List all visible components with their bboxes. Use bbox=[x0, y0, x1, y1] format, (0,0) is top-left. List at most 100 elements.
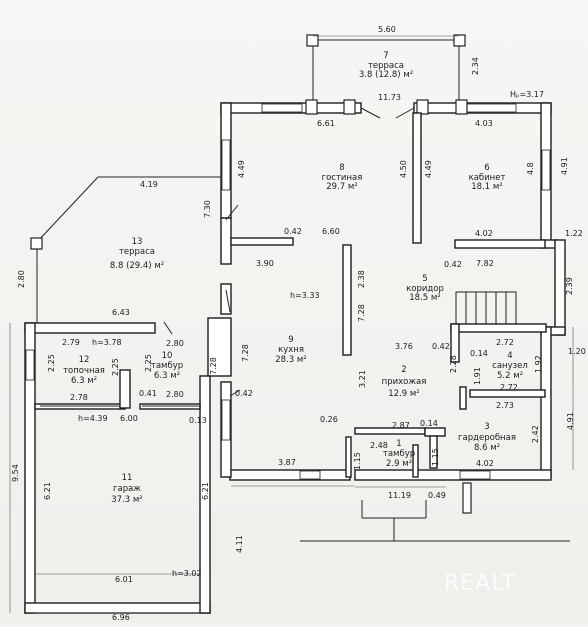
dim-label: 3.76 bbox=[395, 342, 413, 351]
room-13-number: 13 bbox=[132, 237, 143, 247]
room-7-name: терраса bbox=[368, 61, 404, 71]
dim-label: 0.41 bbox=[139, 389, 157, 398]
room-2-area: 12.9 м² bbox=[388, 389, 419, 399]
dim-label: 6.21 bbox=[43, 482, 52, 500]
room-1-number: 1 bbox=[396, 439, 401, 449]
dim-label: 2.80 bbox=[166, 390, 184, 399]
dim-label: 6.01 bbox=[115, 575, 133, 584]
dimension-labels: 5.60 2.34 Hₚ=3.17 11.73 6.61 4.03 4.49 4… bbox=[11, 25, 586, 622]
dim-label: 2.25 bbox=[144, 354, 153, 372]
exterior-walls bbox=[207, 102, 566, 481]
dim-label: 2.78 bbox=[70, 393, 88, 402]
room-8-area: 29.7 м² bbox=[326, 182, 357, 192]
dim-label: 0.42 bbox=[444, 260, 462, 269]
dim-label: 4.8 bbox=[526, 162, 535, 175]
interior-walls bbox=[230, 112, 547, 478]
dim-label: 7.30 bbox=[203, 200, 212, 218]
room-11-area: 37.3 м² bbox=[111, 495, 142, 505]
room-12-name: топочная bbox=[63, 366, 105, 376]
dim-label: 0.14 bbox=[420, 419, 438, 428]
room-3-name: гардеробная bbox=[458, 433, 516, 443]
room-5-area: 18.5 м² bbox=[409, 293, 440, 303]
dim-label: 6.60 bbox=[322, 227, 340, 236]
dim-label: 6.43 bbox=[112, 308, 130, 317]
room-1-name: тамбур bbox=[383, 449, 415, 459]
room-4-area: 5.2 м² bbox=[497, 371, 523, 381]
dim-label: 0.42 bbox=[284, 227, 302, 236]
dim-label: 3.87 bbox=[278, 458, 296, 467]
dim-label: 0.26 bbox=[320, 415, 338, 424]
dim-label: 0.14 bbox=[470, 349, 488, 358]
dim-label: 4.50 bbox=[399, 160, 408, 178]
room-12-number: 12 bbox=[79, 355, 90, 365]
room-9-area: 28.3 м² bbox=[275, 355, 306, 365]
room-10-number: 10 bbox=[162, 351, 173, 361]
dim-label: Hₚ=3.17 bbox=[510, 90, 544, 99]
dim-label: 2.72 bbox=[496, 338, 514, 347]
dim-label: 0.13 bbox=[189, 416, 207, 425]
room-1-area: 2.9 м² bbox=[386, 459, 412, 469]
door-leaves bbox=[40, 204, 241, 407]
dim-label: 2.48 bbox=[370, 441, 388, 450]
room-6-area: 18.1 м² bbox=[471, 182, 502, 192]
room-5-number: 5 bbox=[422, 274, 427, 284]
dim-label: 6.00 bbox=[120, 414, 138, 423]
dim-label: 0.49 bbox=[428, 491, 446, 500]
dim-label: 2.72 bbox=[500, 383, 518, 392]
dim-label: 1.91 bbox=[473, 367, 482, 385]
dim-label: 1.92 bbox=[534, 355, 543, 373]
room-10-area: 6.3 м² bbox=[154, 371, 180, 381]
dim-label: 2.42 bbox=[531, 425, 540, 443]
dim-label: 6.61 bbox=[317, 119, 335, 128]
dim-label: 2.73 bbox=[496, 401, 514, 410]
dim-label: h=3.78 bbox=[92, 338, 122, 347]
room-7-number: 7 bbox=[383, 51, 388, 61]
dim-label: 4.03 bbox=[475, 119, 493, 128]
dim-label: 3.90 bbox=[256, 259, 274, 268]
dim-label: 2.80 bbox=[166, 339, 184, 348]
room-11-name: гараж bbox=[113, 484, 141, 494]
dim-label: h=4.39 bbox=[78, 414, 108, 423]
dim-label: 0.42 bbox=[432, 342, 450, 351]
dim-label: 2.80 bbox=[17, 270, 26, 288]
room-8-name: гостиная bbox=[322, 173, 363, 183]
dim-label: 1.15 bbox=[353, 452, 362, 470]
room-4-name: санузел bbox=[492, 361, 528, 371]
dim-label: 7.28 bbox=[357, 304, 366, 322]
dimension-lines bbox=[9, 35, 574, 614]
room-4-number: 4 bbox=[507, 351, 512, 361]
room-12-area: 6.3 м² bbox=[71, 376, 97, 386]
dim-label: 7.82 bbox=[476, 259, 494, 268]
dim-label: 7.28 bbox=[241, 344, 250, 362]
room-6-number: 6 bbox=[484, 163, 489, 173]
dim-label: 2.79 bbox=[62, 338, 80, 347]
room-labels: 7 терраса 3.8 (12.8) м² 8 гостиная 29.7 … bbox=[63, 51, 528, 505]
room-13-name: терраса bbox=[119, 247, 155, 257]
dim-label: 2.25 bbox=[47, 354, 56, 372]
dim-label: 6.21 bbox=[201, 482, 210, 500]
dim-label: 4.11 bbox=[235, 535, 244, 553]
dim-label: 2.34 bbox=[471, 57, 480, 75]
dim-label: 1.22 bbox=[565, 229, 583, 238]
dim-label: 4.02 bbox=[475, 229, 493, 238]
dim-label: 2.25 bbox=[111, 358, 120, 376]
dim-label: 11.73 bbox=[378, 93, 401, 102]
dim-label: 9.54 bbox=[11, 464, 20, 482]
entrance-marker bbox=[300, 482, 570, 542]
room-8-number: 8 bbox=[339, 163, 344, 173]
top-doors bbox=[305, 99, 468, 119]
room-9-name: кухня bbox=[278, 345, 304, 355]
dim-label: 4.91 bbox=[566, 412, 575, 430]
dim-label: 1.15 bbox=[431, 448, 440, 466]
dim-label: 2.28 bbox=[449, 355, 458, 373]
dim-label: 4.49 bbox=[237, 160, 246, 178]
dim-label: 1.20 bbox=[568, 347, 586, 356]
room-2-number: 2 bbox=[401, 365, 406, 375]
terrace-13-outline bbox=[30, 176, 221, 324]
dim-label: 11.19 bbox=[388, 491, 411, 500]
dim-label: 0.42 bbox=[235, 389, 253, 398]
room-13-area: 8.8 (29.4) м² bbox=[110, 261, 164, 271]
room-9-number: 9 bbox=[288, 335, 293, 345]
